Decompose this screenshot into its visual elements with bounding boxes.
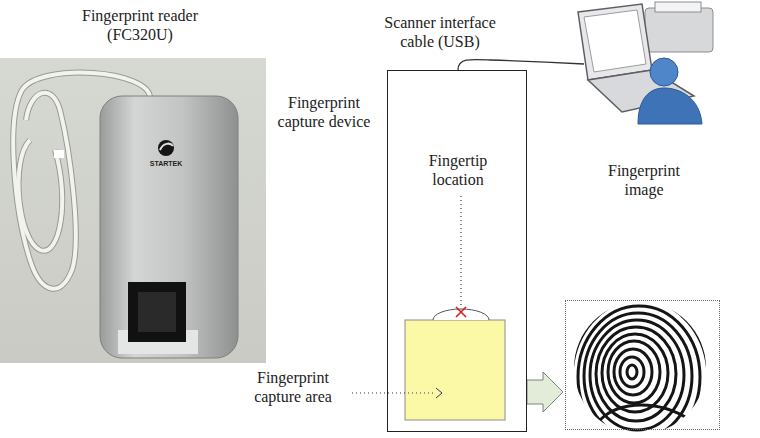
printer-paper <box>655 2 701 12</box>
capture-area <box>405 320 505 420</box>
fingertip-leader <box>460 196 461 306</box>
fingerprint-image-frame: Fingerprint image <box>565 300 720 430</box>
fingertip-label: Fingertip location <box>408 151 508 189</box>
cable-label: Scanner interface cable (USB) <box>370 13 510 51</box>
fingertip-mark <box>456 307 466 317</box>
flow-arrow <box>527 372 563 412</box>
user-head <box>650 58 678 86</box>
capture-area-leader <box>352 392 436 393</box>
brand-logo-text: STARTEK <box>141 160 191 168</box>
laptop-screen <box>578 4 652 80</box>
leader-chevron <box>436 388 442 398</box>
capture-device-box: Fingerprint capture deviceFingertip loca… <box>387 70 527 432</box>
photo-ground <box>0 58 266 363</box>
reader-photo <box>0 58 266 363</box>
logo-swoosh <box>160 144 173 150</box>
fingerprint-picture <box>570 299 716 438</box>
cable-tie <box>54 150 64 158</box>
computer-icon <box>578 2 713 124</box>
capture-area-label: Fingerprint capture area <box>238 368 348 406</box>
reader-title: Fingerprint reader (FC320U) <box>62 6 218 44</box>
laptop-display <box>584 10 646 72</box>
reader-sensor-glass <box>138 292 176 332</box>
printer-body <box>645 8 713 52</box>
reader-sensor <box>128 282 186 342</box>
logo-mark <box>158 140 174 156</box>
image-heading: Fingerprint image <box>594 161 694 199</box>
user-body <box>638 88 702 124</box>
fingertip-bump <box>433 309 489 320</box>
reader-body <box>100 96 238 358</box>
usb-cable <box>458 59 584 70</box>
device-heading: Fingerprint capture device <box>266 93 382 131</box>
